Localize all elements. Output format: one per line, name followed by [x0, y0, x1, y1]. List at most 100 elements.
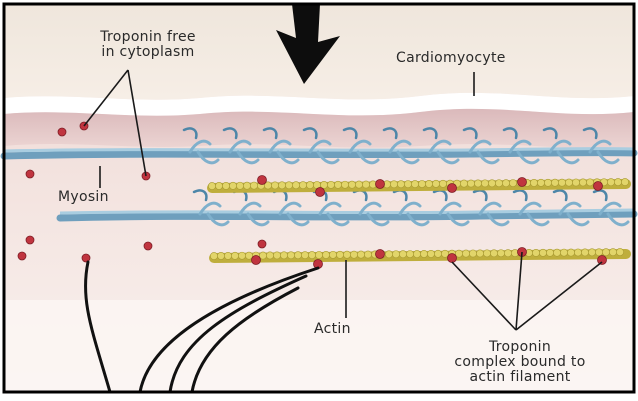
actin-bead — [539, 249, 546, 256]
actin-bead — [530, 179, 537, 186]
actin-bead — [544, 179, 551, 186]
actin-bead — [348, 181, 355, 188]
actin-bead — [560, 249, 567, 256]
troponin-complex — [316, 188, 325, 197]
actin-bead — [397, 181, 404, 188]
actin-bead — [350, 251, 357, 258]
troponin-free — [58, 128, 66, 136]
troponin-complex — [518, 178, 527, 187]
actin-bead — [602, 249, 609, 256]
actin-bead — [572, 179, 579, 186]
actin-bead — [476, 250, 483, 257]
label-troponin-free-line2: in cytoplasm — [66, 45, 230, 60]
actin-bead — [439, 180, 446, 187]
actin-bead — [553, 249, 560, 256]
actin-bead — [474, 180, 481, 187]
actin-bead — [294, 252, 301, 259]
actin-bead — [581, 249, 588, 256]
actin-bead — [460, 180, 467, 187]
label-troponin-complex: Troponin complex bound to actin filament — [428, 340, 612, 385]
actin-bead — [420, 250, 427, 257]
actin-bead — [607, 179, 614, 186]
actin-bead — [327, 181, 334, 188]
actin-bead — [336, 251, 343, 258]
actin-bead — [574, 249, 581, 256]
label-troponin-complex-line2: complex bound to — [428, 355, 612, 370]
actin-bead — [278, 182, 285, 189]
actin-bead — [243, 182, 250, 189]
actin-bead — [404, 181, 411, 188]
actin-bead — [469, 250, 476, 257]
actin-bead — [495, 180, 502, 187]
actin-bead — [537, 179, 544, 186]
actin-bead — [551, 179, 558, 186]
myosin-filament-lower — [60, 210, 634, 218]
actin-bead — [250, 182, 257, 189]
actin-bead — [418, 180, 425, 187]
actin-bead — [497, 250, 504, 257]
actin-bead — [411, 180, 418, 187]
actin-bead — [504, 250, 511, 257]
actin-bead — [287, 252, 294, 259]
troponin-complex — [448, 184, 457, 193]
actin-bead — [208, 182, 215, 189]
troponin-complex — [258, 176, 267, 185]
actin-bead — [299, 182, 306, 189]
actin-bead — [588, 249, 595, 256]
actin-bead — [222, 182, 229, 189]
actin-bead — [343, 251, 350, 258]
troponin-free — [26, 170, 34, 178]
actin-bead — [210, 252, 217, 259]
actin-bead — [399, 251, 406, 258]
actin-bead — [315, 251, 322, 258]
actin-bead — [614, 178, 621, 185]
actin-bead — [509, 179, 516, 186]
actin-bead — [229, 182, 236, 189]
actin-bead — [425, 180, 432, 187]
actin-bead — [432, 180, 439, 187]
actin-bead — [483, 250, 490, 257]
troponin-free — [18, 252, 26, 260]
troponin-complex — [252, 256, 261, 265]
actin-bead — [490, 250, 497, 257]
actin-bead — [579, 179, 586, 186]
troponin-free — [26, 236, 34, 244]
actin-bead — [238, 252, 245, 259]
actin-bead — [462, 250, 469, 257]
actin-bead — [329, 251, 336, 258]
troponin-free — [258, 240, 266, 248]
actin-bead — [306, 181, 313, 188]
actin-bead — [427, 250, 434, 257]
actin-bead — [546, 249, 553, 256]
actin-bead — [434, 250, 441, 257]
label-troponin-free: Troponin free in cytoplasm — [66, 30, 230, 60]
actin-bead — [567, 249, 574, 256]
actin-bead — [609, 249, 616, 256]
label-myosin: Myosin — [58, 190, 109, 205]
actin-bead — [362, 181, 369, 188]
actin-bead — [236, 182, 243, 189]
actin-bead — [266, 252, 273, 259]
actin-bead — [292, 182, 299, 189]
troponin-complex — [448, 254, 457, 263]
actin-bead — [586, 179, 593, 186]
actin-bead — [355, 181, 362, 188]
troponin-complex — [376, 250, 385, 259]
actin-bead — [565, 179, 572, 186]
actin-bead — [334, 181, 341, 188]
actin-bead — [413, 250, 420, 257]
label-troponin-free-line1: Troponin free — [66, 30, 230, 45]
actin-bead — [285, 182, 292, 189]
label-troponin-complex-line1: Troponin — [428, 340, 612, 355]
troponin-complex — [376, 180, 385, 189]
actin-bead — [308, 251, 315, 258]
actin-bead — [364, 251, 371, 258]
actin-bead — [271, 182, 278, 189]
label-actin: Actin — [314, 322, 351, 337]
actin-bead — [488, 180, 495, 187]
label-cardiomyocyte: Cardiomyocyte — [396, 51, 506, 66]
actin-bead — [406, 250, 413, 257]
troponin-complex — [598, 256, 607, 265]
actin-bead — [301, 252, 308, 259]
